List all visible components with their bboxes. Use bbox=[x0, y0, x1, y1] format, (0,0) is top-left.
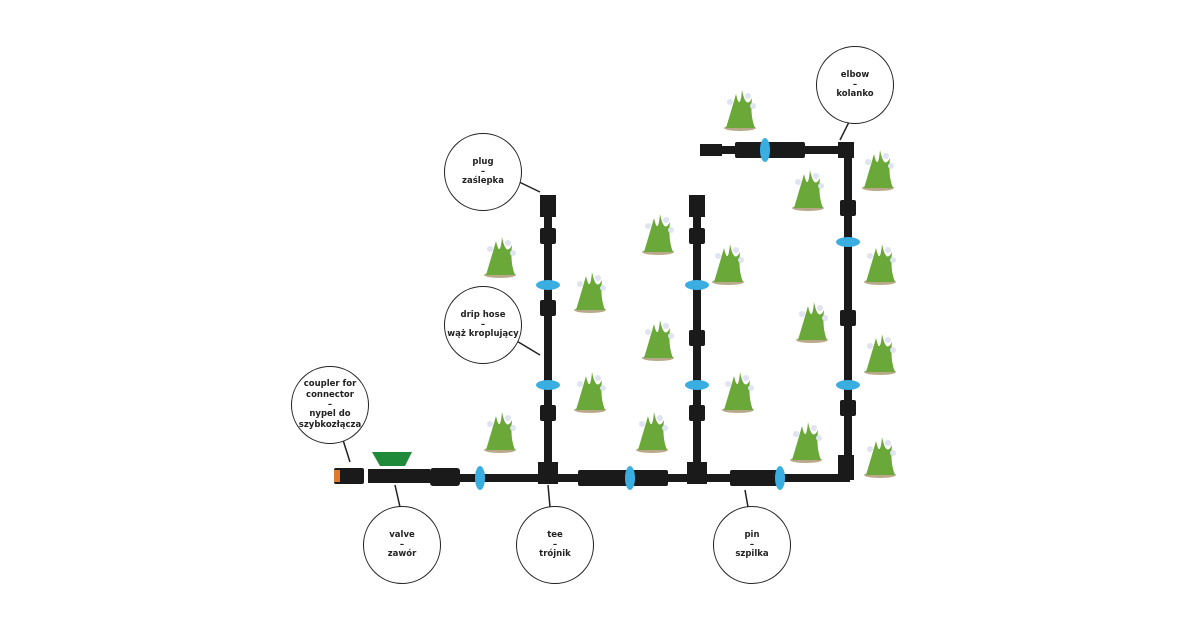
snowdrop-plant-icon bbox=[796, 302, 828, 343]
snowdrop-plant-icon bbox=[484, 237, 516, 278]
label-sep: – bbox=[327, 400, 333, 410]
label-en: pin bbox=[744, 530, 760, 540]
label-pl: trójnik bbox=[539, 549, 571, 559]
label-sep: – bbox=[399, 540, 405, 550]
label-tee: tee–trójnik bbox=[516, 506, 594, 584]
snowdrop-plant-icon bbox=[792, 170, 824, 211]
label-en: tee bbox=[547, 530, 563, 540]
dripper-icon bbox=[836, 380, 860, 390]
snowdrop-plant-icon bbox=[864, 334, 896, 375]
label-pin: pin–szpilka bbox=[713, 506, 791, 584]
dripper-icon bbox=[685, 280, 709, 290]
label-sep: – bbox=[552, 540, 558, 550]
label-en: drip hose bbox=[460, 310, 506, 320]
label-coupler: coupler for connector–nypel do szybkozłą… bbox=[291, 366, 369, 444]
snowdrop-plant-icon bbox=[574, 372, 606, 413]
label-sep: – bbox=[480, 320, 486, 330]
dripper-icon bbox=[760, 138, 770, 162]
snowdrop-plant-icon bbox=[790, 422, 822, 463]
tee-part bbox=[538, 462, 558, 484]
coupler-part bbox=[334, 468, 364, 484]
label-en: plug bbox=[472, 157, 494, 167]
plug-part bbox=[540, 195, 556, 217]
drippers bbox=[475, 138, 860, 490]
label-plug: plug–zaślepka bbox=[444, 133, 522, 211]
dripper-icon bbox=[625, 466, 635, 490]
snowdrop-plant-icon bbox=[722, 372, 754, 413]
snowdrop-plant-icon bbox=[724, 90, 756, 131]
label-drip-hose: drip hose–wąż kroplujący bbox=[444, 286, 522, 364]
snowdrop-plant-icon bbox=[862, 150, 894, 191]
label-en: elbow bbox=[840, 70, 870, 80]
dripper-icon bbox=[685, 380, 709, 390]
snowdrop-plant-icon bbox=[864, 244, 896, 285]
snowdrop-plant-icon bbox=[712, 244, 744, 285]
dripper-icon bbox=[775, 466, 785, 490]
snowdrop-plant-icon bbox=[636, 412, 668, 453]
label-pl: zawór bbox=[387, 549, 417, 559]
snowdrop-plant-icon bbox=[574, 272, 606, 313]
label-pl: szpilka bbox=[735, 549, 769, 559]
leader-lines bbox=[342, 119, 851, 508]
label-sep: – bbox=[480, 167, 486, 177]
label-pl: zaślepka bbox=[462, 176, 504, 186]
label-en: coupler for connector bbox=[303, 379, 357, 400]
plants bbox=[484, 90, 896, 478]
label-sep: – bbox=[749, 540, 755, 550]
elbow-part bbox=[838, 142, 854, 158]
label-pl: kolanko bbox=[836, 89, 874, 99]
dripper-icon bbox=[475, 466, 485, 490]
valve-handle bbox=[372, 452, 412, 466]
label-en: valve bbox=[389, 530, 415, 540]
snowdrop-plant-icon bbox=[864, 437, 896, 478]
pipes bbox=[334, 142, 856, 486]
dripper-icon bbox=[536, 380, 560, 390]
snowdrop-plant-icon bbox=[642, 320, 674, 361]
label-valve: valve–zawór bbox=[363, 506, 441, 584]
dripper-icon bbox=[536, 280, 560, 290]
snowdrop-plant-icon bbox=[484, 412, 516, 453]
dripper-icon bbox=[836, 237, 860, 247]
label-sep: – bbox=[852, 80, 858, 90]
label-pl: wąż kroplujący bbox=[447, 329, 519, 339]
label-pl: nypel do szybkozłącza bbox=[298, 409, 362, 430]
snowdrop-plant-icon bbox=[642, 214, 674, 255]
label-elbow: elbow–kolanko bbox=[816, 46, 894, 124]
